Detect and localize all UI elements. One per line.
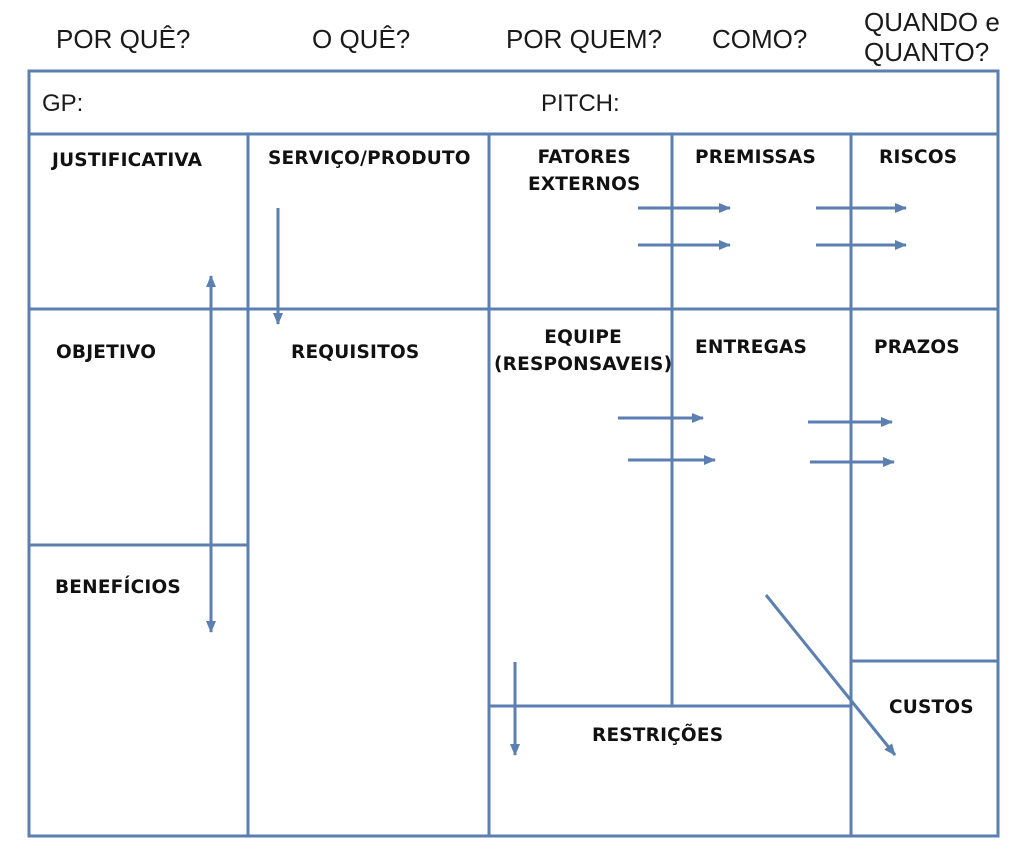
header-quando-line: QUANDO e <box>864 7 1000 37</box>
header-quando-quanto: QUANDO e QUANTO? <box>864 7 1000 67</box>
cell-custos: CUSTOS <box>889 697 974 718</box>
cell-entregas: ENTREGAS <box>695 337 808 358</box>
header-quanto-line: QUANTO? <box>864 37 990 68</box>
cell-equipe-line: EQUIPE <box>544 327 622 348</box>
cell-objetivo: OBJETIVO <box>56 342 157 363</box>
pitch-label: PITCH: <box>541 90 620 117</box>
cell-beneficios: BENEFÍCIOS <box>55 577 181 598</box>
cell-requisitos: REQUISITOS <box>291 342 420 363</box>
arrow-entregas-custos <box>764 594 897 756</box>
cell-servico-produto: SERVIÇO/PRODUTO <box>268 148 471 169</box>
cell-responsaveis-line: (RESPONSAVEIS) <box>494 353 673 375</box>
cell-fatores-line: FATORES <box>537 147 631 168</box>
cell-prazos: PRAZOS <box>874 337 960 358</box>
header-como: COMO? <box>712 24 808 54</box>
cell-premissas: PREMISSAS <box>695 147 816 168</box>
main-box <box>27 132 1000 838</box>
cell-fatores-externos: FATORES EXTERNOS <box>528 145 641 199</box>
cell-equipe: EQUIPE (RESPONSAVEIS) <box>494 325 672 379</box>
top-bar-box <box>27 69 1000 136</box>
grid-lines <box>27 69 1000 838</box>
cell-restricoes: RESTRIÇÕES <box>592 725 724 746</box>
header-por-que: POR QUÊ? <box>56 24 191 54</box>
arrows <box>206 203 907 756</box>
cell-justificativa: JUSTIFICATIVA <box>52 150 203 171</box>
header-o-que: O QUÊ? <box>312 24 411 54</box>
cell-externos-line: EXTERNOS <box>528 173 641 195</box>
header-por-quem: POR QUEM? <box>506 24 663 54</box>
cell-riscos: RISCOS <box>879 147 958 168</box>
gp-label: GP: <box>42 90 84 117</box>
